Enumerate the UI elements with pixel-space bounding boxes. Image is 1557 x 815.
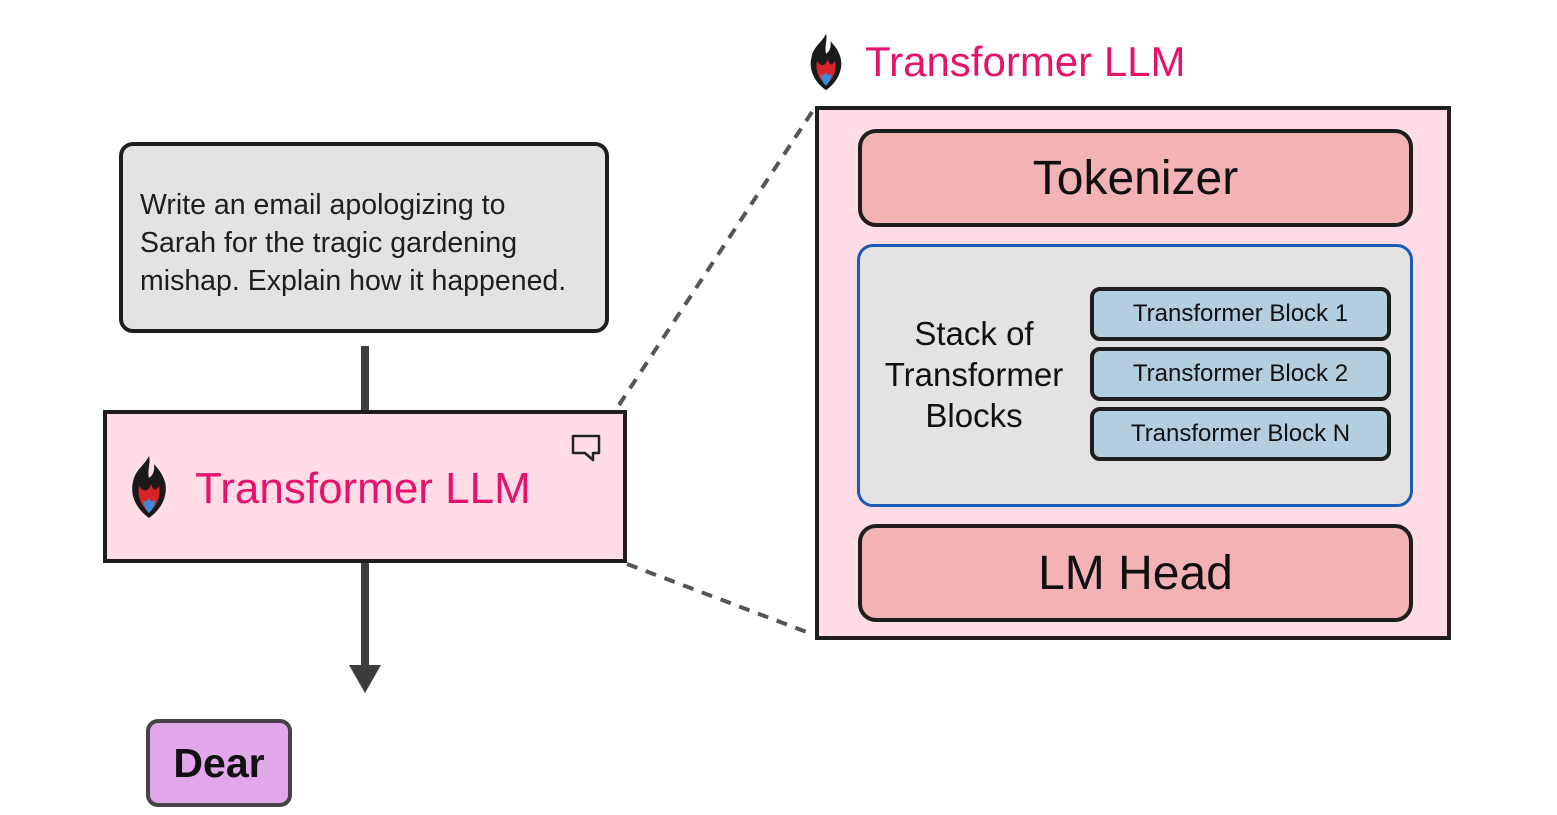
zoom-connector-bottom xyxy=(626,562,813,636)
prompt-line: Write an email apologizing to xyxy=(140,189,506,221)
transformer-block-1: Transformer Block 1 xyxy=(1090,287,1391,341)
prompt-box: Write an email apologizing to Sarah for … xyxy=(119,142,609,333)
lm-head-block: LM Head xyxy=(858,524,1413,622)
flame-logo-icon xyxy=(810,33,842,91)
prompt-line: mishap. Explain how it happened. xyxy=(140,265,567,297)
flame-logo-icon xyxy=(132,456,166,518)
transformer-llm-box[interactable]: Transformer LLM xyxy=(103,410,627,563)
llm-title: Transformer LLM xyxy=(195,464,531,513)
stack-label-line: Stack of xyxy=(914,315,1034,352)
transformer-llm-expanded: Tokenizer Stack of Transformer Blocks Tr… xyxy=(815,106,1451,640)
prompt-line: Sarah for the tragic gardening xyxy=(140,227,518,259)
tokenizer-block: Tokenizer xyxy=(858,129,1413,227)
stack-label-line: Blocks xyxy=(925,397,1023,434)
stack-label: Stack of Transformer Blocks xyxy=(868,313,1080,436)
output-arrow xyxy=(361,562,369,672)
output-arrowhead xyxy=(349,665,381,693)
transformer-stack: Stack of Transformer Blocks Transformer … xyxy=(857,244,1413,507)
stack-label-line: Transformer xyxy=(884,356,1064,393)
expanded-title: Transformer LLM xyxy=(865,38,1186,85)
transformer-block-2: Transformer Block 2 xyxy=(1090,347,1391,401)
zoom-connector-top xyxy=(617,110,814,407)
input-arrow xyxy=(361,346,369,412)
chat-bubble-icon[interactable] xyxy=(570,433,602,463)
transformer-block-n: Transformer Block N xyxy=(1090,407,1391,461)
output-token: Dear xyxy=(146,719,292,807)
